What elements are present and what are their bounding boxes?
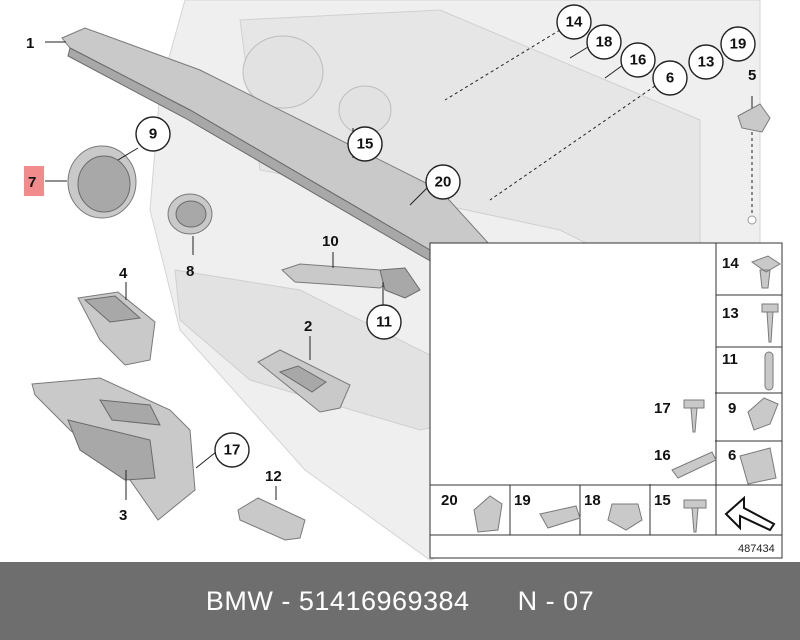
fastener-14-icon	[750, 255, 781, 289]
footer-brand: BMW	[205, 585, 274, 616]
parts-diagram: 1 9 7 8 4 10 11 2 3 17 12 15 20 14 18 16…	[24, 0, 783, 561]
speaker-cover-inner	[77, 155, 131, 213]
callout-circle-14	[556, 4, 592, 40]
callout-20: 20	[435, 174, 452, 191]
leader-16	[604, 64, 624, 79]
callout-circle-6	[652, 60, 688, 96]
arrow-icon	[724, 495, 776, 532]
callout-18: 18	[596, 34, 613, 51]
callout-circle-11	[366, 304, 402, 340]
callout-10: 10	[322, 233, 339, 250]
fastener-9-icon	[747, 397, 779, 431]
table-label-15: 15	[654, 492, 671, 509]
callout-11: 11	[376, 314, 392, 331]
table-label-14: 14	[722, 255, 739, 272]
fastener-19-icon	[539, 505, 581, 529]
fastener-17-icon	[683, 399, 705, 433]
callout-circle-18	[586, 24, 622, 60]
cell-15	[649, 484, 717, 536]
callout-1: 1	[26, 35, 34, 52]
callout-6: 6	[666, 70, 674, 87]
callout-circle-20	[425, 164, 461, 200]
fastener-6-icon	[739, 447, 777, 485]
speaker-cover-part-8-inner	[175, 200, 207, 228]
footer-bar: BMW - 51416969384 N - 07	[0, 562, 800, 640]
fastener-13-icon	[761, 303, 779, 343]
footer-part-number: 51416969384	[298, 585, 470, 616]
callout-15: 15	[357, 136, 374, 153]
callout-19: 19	[730, 36, 747, 53]
table-label-9: 9	[728, 400, 736, 417]
table-label-16: 16	[654, 447, 671, 464]
fastener-16-icon	[671, 451, 717, 479]
fastener-table: 14 13 11 17 9 16 6 20 19 18 15 487434	[429, 242, 783, 559]
clip-part-12	[237, 497, 306, 541]
callout-circle-17	[214, 432, 250, 468]
storage-pocket-inner	[83, 295, 142, 323]
speaker-opening-large	[242, 35, 324, 109]
table-label-17: 17	[654, 400, 671, 417]
callout-12: 12	[265, 468, 282, 485]
highlight-7	[24, 166, 44, 196]
callout-circle-15	[347, 126, 383, 162]
leader-20	[409, 187, 428, 206]
door-trim-illustration: 1 9 7 8 4 10 11 2 3 17 12 15 20 14 18 16…	[24, 0, 783, 561]
callout-16: 16	[630, 52, 647, 69]
screw-hole	[747, 215, 757, 225]
footer-separator: -	[281, 585, 291, 616]
callout-2: 2	[304, 318, 312, 335]
leader-17	[195, 451, 217, 469]
callout-14: 14	[566, 14, 583, 31]
fastener-20-icon	[473, 495, 503, 533]
leader-18	[569, 46, 589, 59]
armrest-shade	[67, 419, 156, 481]
armrest-top	[99, 399, 161, 426]
table-label-13: 13	[722, 305, 739, 322]
callout-circle-9	[135, 116, 171, 152]
callout-5: 5	[748, 67, 756, 84]
fastener-18-icon	[607, 503, 643, 531]
callout-13: 13	[698, 54, 715, 71]
table-label-20: 20	[441, 492, 458, 509]
clip-part-5	[737, 103, 771, 133]
table-label-19: 19	[514, 492, 531, 509]
callout-circle-19	[720, 26, 756, 62]
fastener-15-icon	[683, 499, 707, 533]
handle-bracket	[379, 267, 421, 299]
callout-circle-13	[688, 44, 724, 80]
table-label-6: 6	[728, 447, 736, 464]
leader-14	[444, 29, 561, 101]
table-label-18: 18	[584, 492, 601, 509]
diagram-number: 487434	[738, 543, 775, 555]
callout-8: 8	[186, 263, 194, 280]
table-label-11: 11	[722, 351, 738, 368]
callout-9: 9	[149, 126, 157, 143]
switch-panel-cutout	[278, 365, 327, 393]
callout-17: 17	[224, 442, 241, 459]
callout-4: 4	[119, 265, 128, 282]
fastener-11-icon	[764, 351, 774, 391]
table-blank	[431, 244, 715, 484]
leader-9	[117, 147, 139, 161]
callout-7: 7	[28, 174, 36, 191]
callout-3: 3	[119, 507, 127, 524]
footer-page-ref: N - 07	[517, 585, 595, 616]
callout-circle-16	[620, 42, 656, 78]
